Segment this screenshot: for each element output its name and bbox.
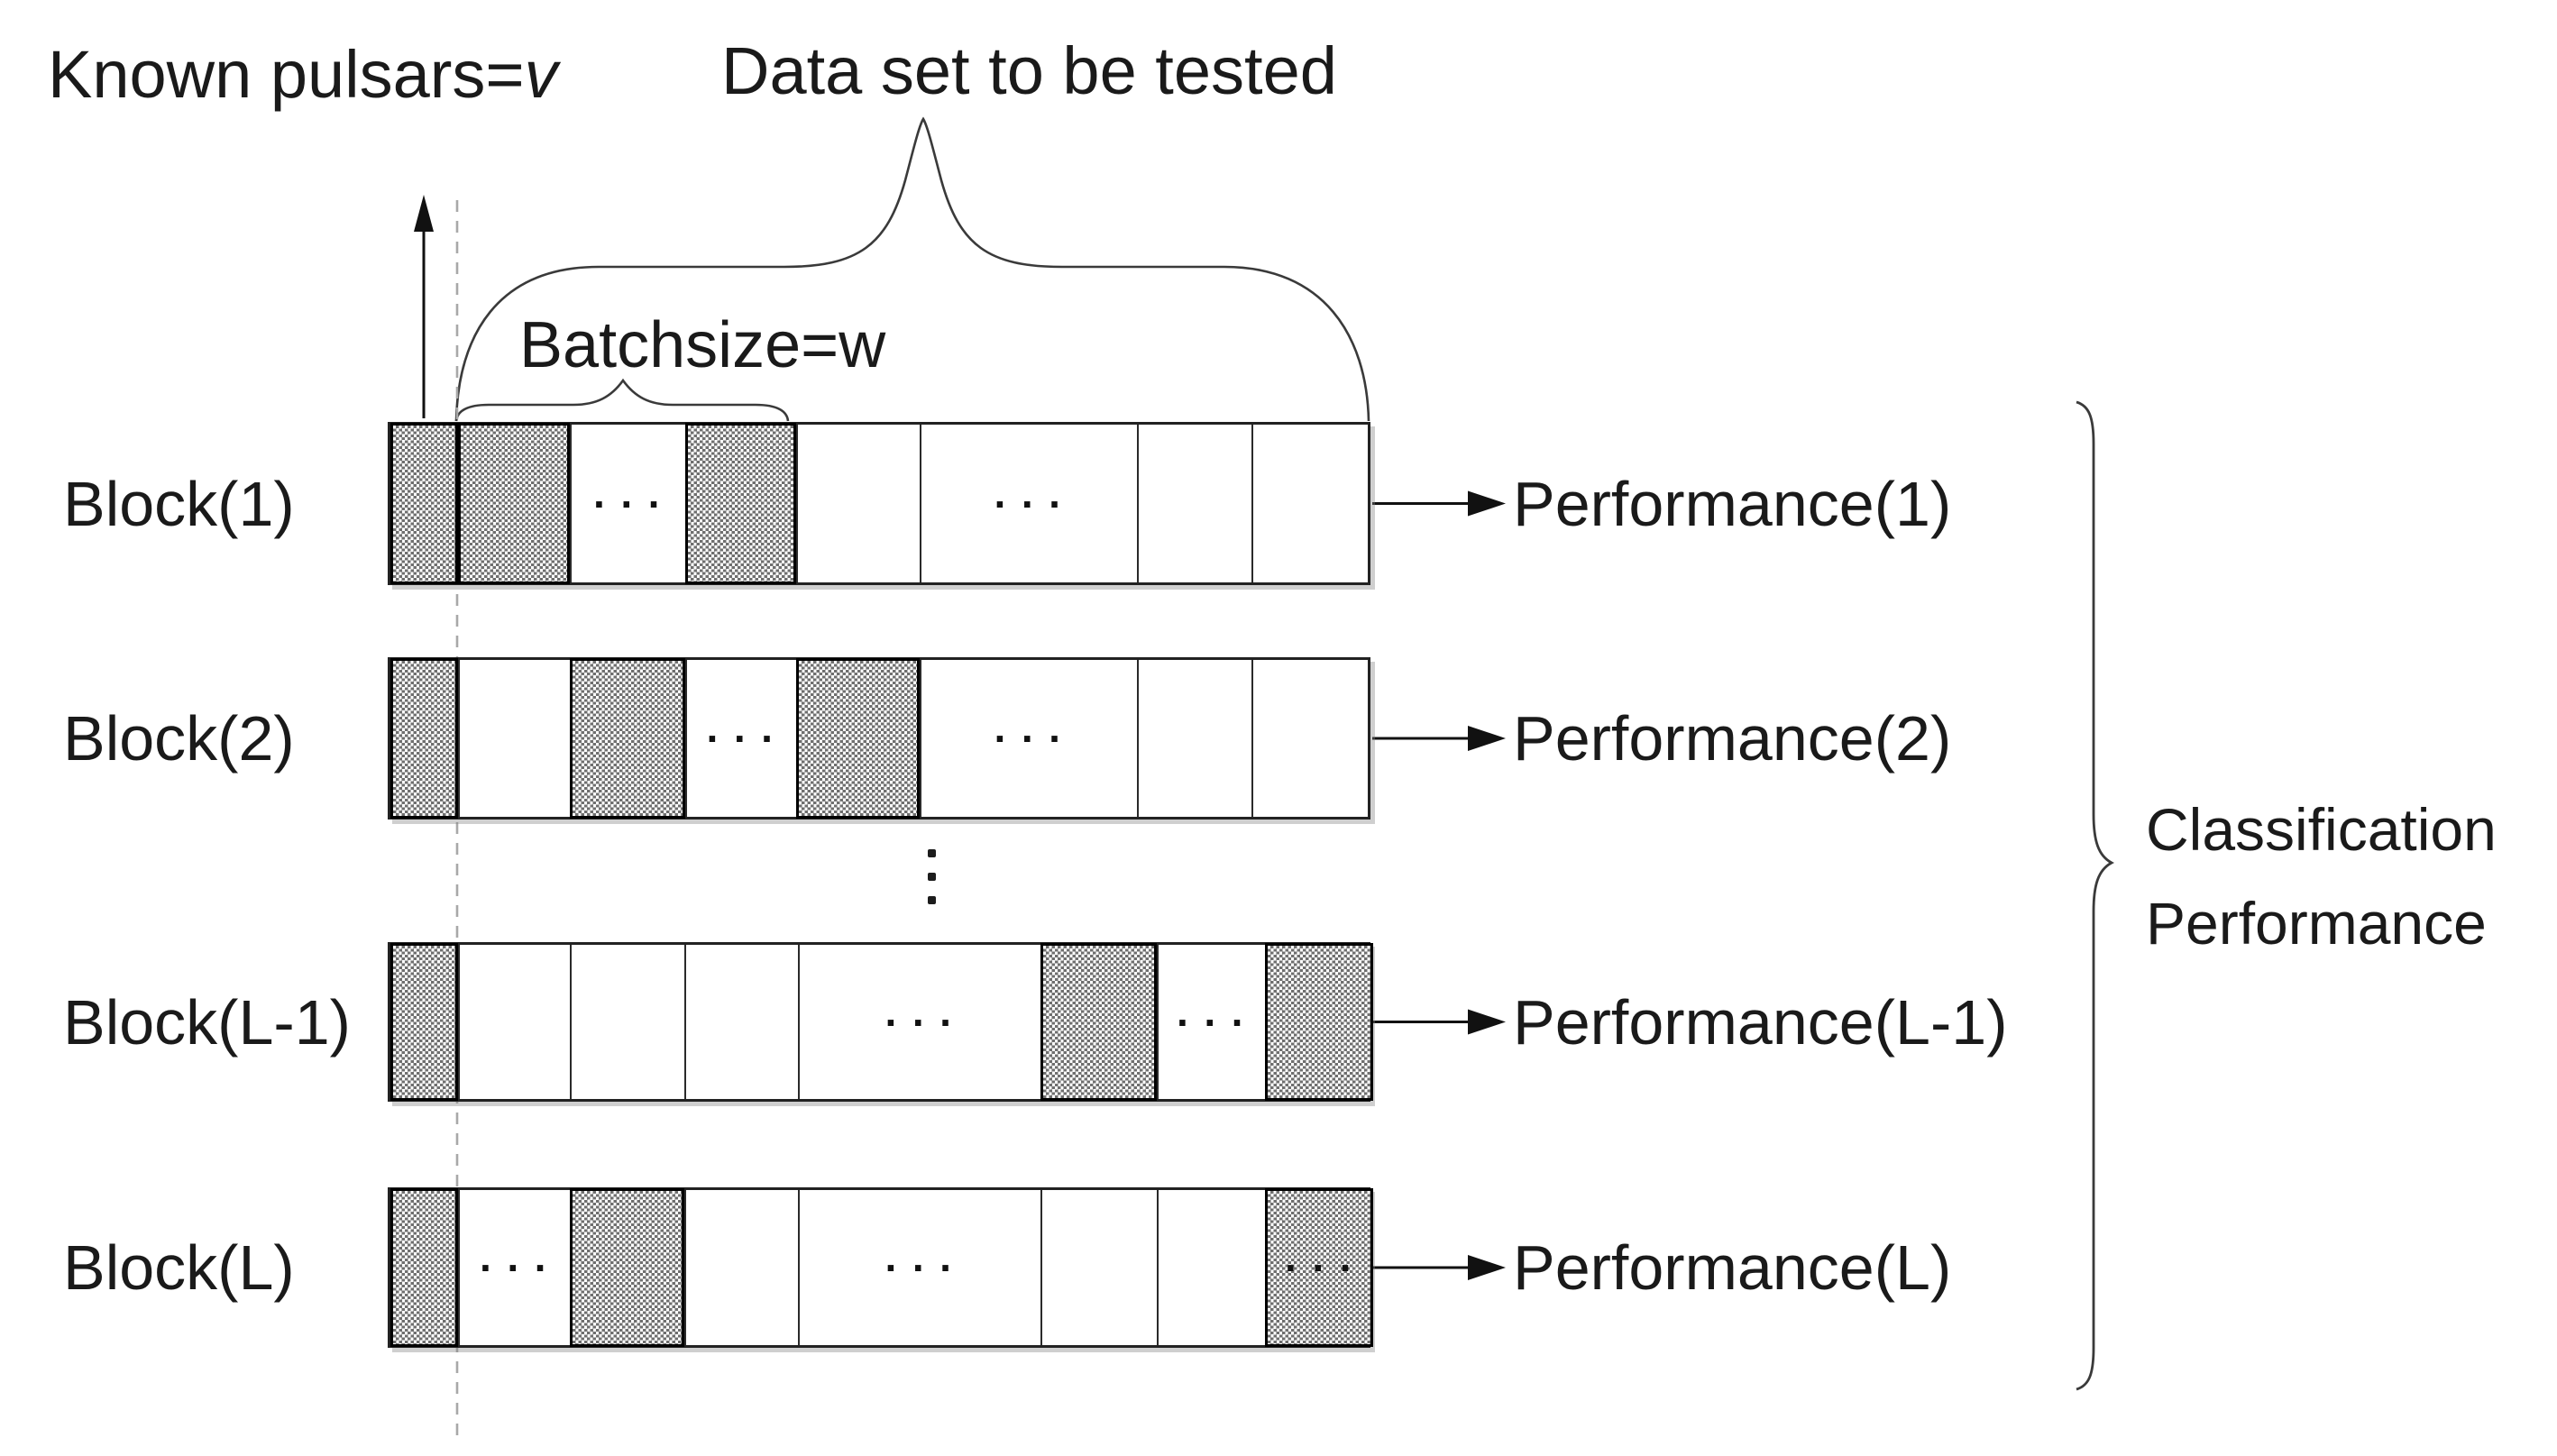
horizontal-ellipsis: ··· — [593, 480, 675, 527]
block-row: ··· ··· — [388, 657, 1370, 820]
block-row: ··· ··· — [388, 422, 1370, 585]
block-label: Block(L-1) — [63, 986, 351, 1058]
classification-performance-line2: Performance — [2146, 890, 2487, 957]
batchsize-variable: w — [839, 309, 886, 381]
block-label: Block(L) — [63, 1232, 295, 1303]
candidate-cell — [570, 945, 684, 1099]
candidate-cell — [458, 660, 570, 817]
known-pulsars-arrowhead-icon — [414, 195, 434, 232]
known-pulsar-cell — [390, 423, 458, 584]
known-pulsar-cell — [685, 423, 796, 584]
candidate-cell — [1157, 945, 1265, 1099]
horizontal-ellipsis: ··· — [884, 1244, 967, 1291]
candidate-cell — [685, 660, 796, 817]
batchsize-label: Batchsize=w — [519, 308, 885, 382]
known-pulsar-cell — [458, 423, 570, 584]
known-pulsar-cell — [570, 1188, 684, 1347]
candidate-cell — [1040, 1190, 1157, 1345]
candidate-cell — [920, 660, 1137, 817]
known-pulsars-label-text: Known pulsars= — [48, 37, 525, 112]
performance-label: Performance(L) — [1513, 1232, 1952, 1303]
known-pulsar-cell — [796, 658, 920, 819]
known-pulsars-variable: v — [524, 37, 558, 112]
performance-label: Performance(1) — [1513, 468, 1952, 539]
candidate-cell — [458, 945, 570, 1099]
dataset-label: Data set to be tested — [721, 33, 1337, 108]
performance-arrowhead-icon — [1468, 726, 1506, 751]
vertical-ellipsis-dot — [928, 896, 936, 904]
performance-arrowhead-icon — [1468, 490, 1506, 517]
vertical-ellipsis — [928, 849, 936, 904]
performance-arrowhead-icon — [1468, 1009, 1506, 1035]
performance-arrowhead-icon — [1468, 1255, 1506, 1280]
vertical-ellipsis-dot — [928, 873, 936, 881]
classification-performance-label: Classification Performance — [2146, 783, 2497, 970]
performance-label: Performance(2) — [1513, 703, 1952, 774]
candidate-cell — [920, 425, 1137, 582]
candidate-cell — [1137, 425, 1251, 582]
candidate-cell — [458, 1190, 570, 1345]
horizontal-ellipsis: ··· — [884, 998, 967, 1046]
performance-arrows-group — [1372, 490, 1506, 1280]
known-pulsar-cell — [390, 943, 458, 1101]
block-label: Block(2) — [63, 703, 295, 774]
horizontal-ellipsis: ··· — [706, 715, 789, 762]
horizontal-ellipsis: ··· — [994, 715, 1077, 762]
horizontal-ellipsis: ··· — [1285, 1244, 1367, 1291]
block-label: Block(1) — [63, 468, 295, 539]
candidate-cell — [1137, 660, 1251, 817]
known-pulsar-cell — [1265, 1188, 1373, 1347]
known-pulsars-label: Known pulsars=v — [48, 36, 558, 113]
performance-label: Performance(L-1) — [1513, 986, 2008, 1058]
known-pulsar-cell — [1265, 943, 1373, 1101]
known-pulsar-cell — [1040, 943, 1157, 1101]
dataset-brace-shape — [454, 116, 1370, 422]
candidate-cell — [1251, 425, 1373, 582]
classification-performance-line1: Classification — [2146, 796, 2497, 863]
horizontal-ellipsis: ··· — [994, 480, 1077, 527]
candidate-cell — [796, 425, 920, 582]
candidate-cell — [684, 945, 798, 1099]
candidate-cell — [798, 945, 1040, 1099]
batchsize-brace-shape — [454, 378, 790, 422]
candidate-cell — [1157, 1190, 1265, 1345]
horizontal-ellipsis: ··· — [480, 1244, 562, 1291]
batchsize-label-text: Batchsize= — [519, 309, 839, 381]
known-pulsar-cell — [570, 658, 685, 819]
known-pulsar-cell — [390, 1188, 458, 1347]
horizontal-ellipsis: ··· — [1177, 998, 1259, 1046]
candidate-cell — [570, 425, 685, 582]
block-row: ··· ··· ··· — [388, 1187, 1373, 1348]
candidate-cell — [1251, 660, 1373, 817]
known-pulsar-cell — [390, 658, 458, 819]
classification-brace-shape — [2076, 400, 2114, 1391]
vertical-ellipsis-dot — [928, 849, 936, 857]
candidate-cell — [798, 1190, 1040, 1345]
block-row: ··· ··· — [388, 942, 1373, 1102]
candidate-cell — [684, 1190, 798, 1345]
